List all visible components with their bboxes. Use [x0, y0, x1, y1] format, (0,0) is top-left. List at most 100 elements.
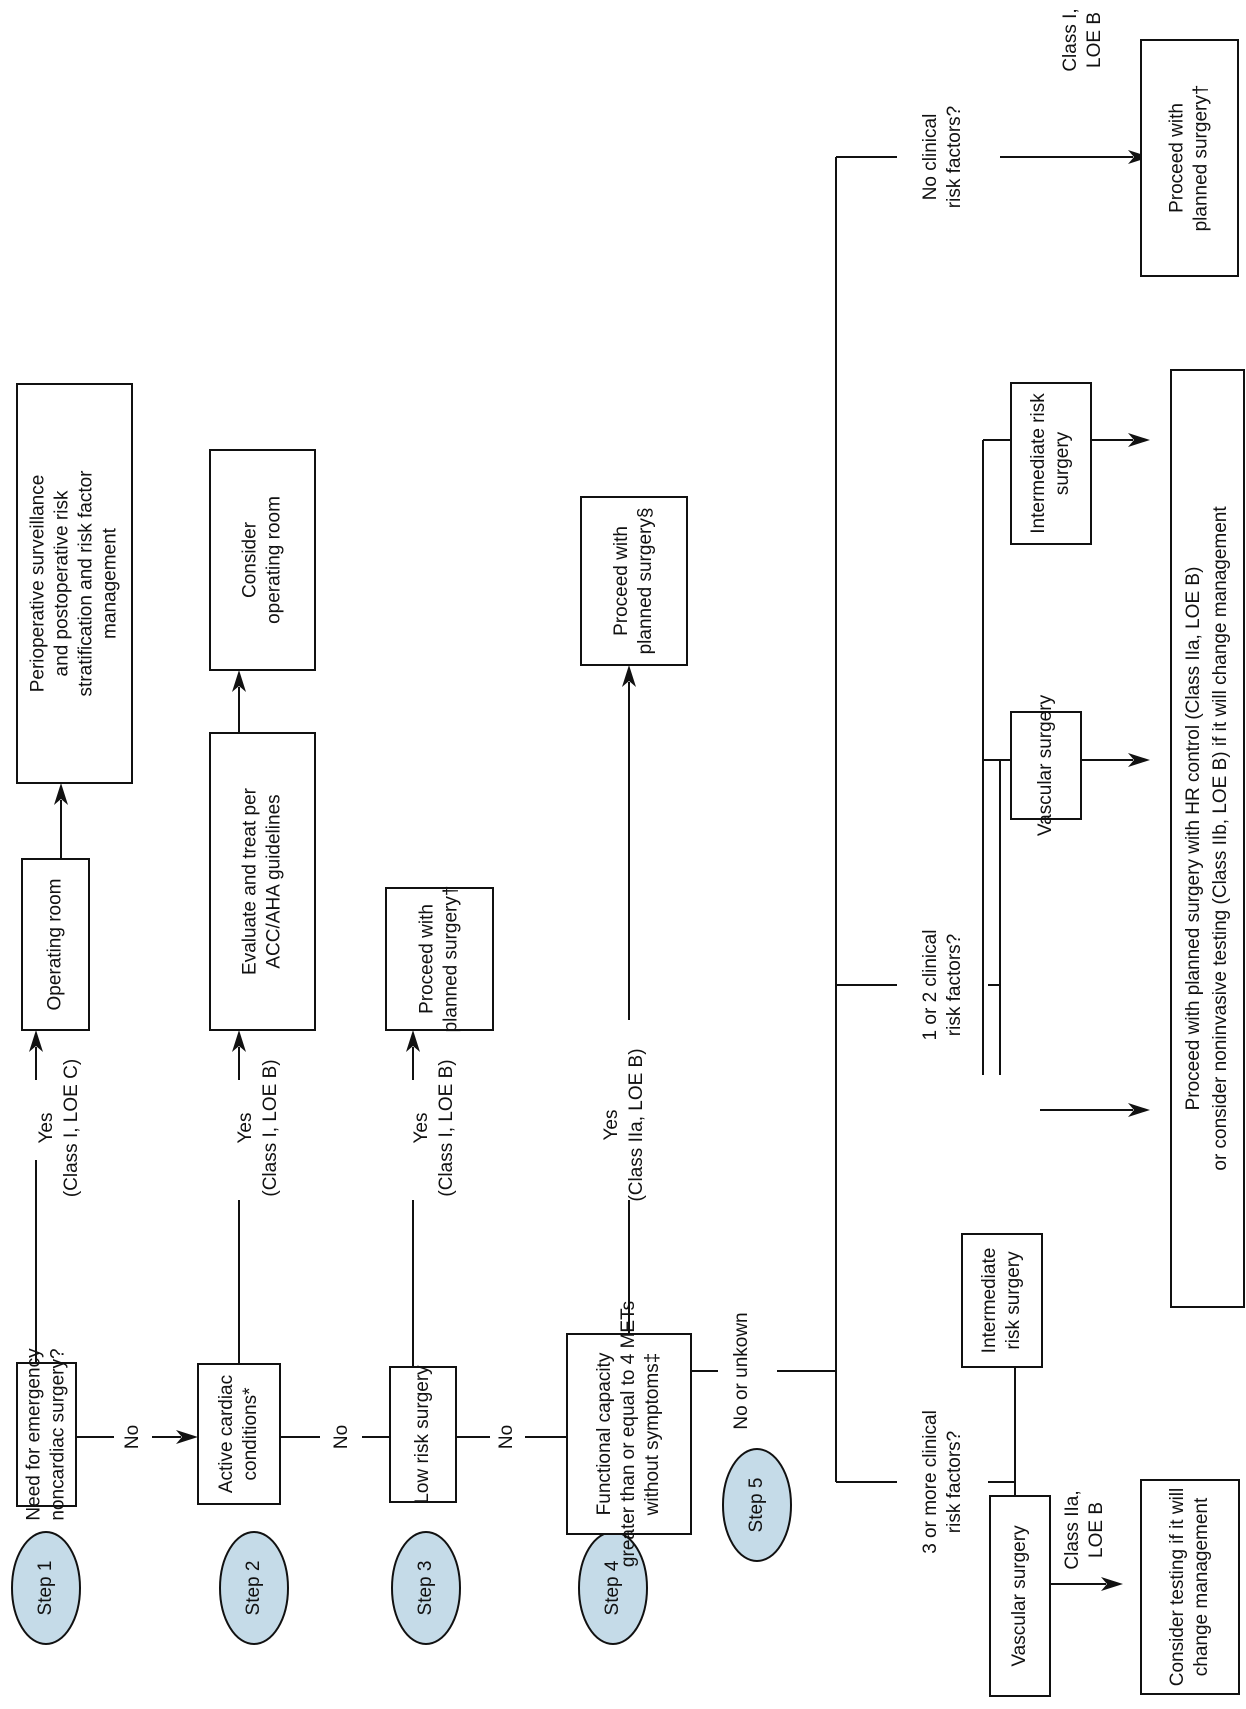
no-clinical-label-line: risk factors?: [944, 106, 965, 208]
proceed-section-box-text-line: planned surgery§: [635, 508, 656, 655]
step4-yes-label: Yes: [601, 1110, 622, 1141]
step4-yes-arrowhead: [622, 665, 636, 687]
step3-yes-arrowhead: [406, 1030, 420, 1052]
proceed-dagger-right-box: [1140, 39, 1239, 277]
step2-yes-label-line: Yes: [235, 1113, 256, 1144]
proceed-hr-control-box-text: Proceed with planned surgery with HR con…: [1183, 506, 1231, 1171]
step-4-label: Step 4: [602, 1560, 623, 1615]
operating-room-box: [21, 858, 90, 1031]
proceed-section-box-text-line: Proceed with: [611, 526, 632, 636]
no-clinical-label-line: No clinical: [920, 114, 941, 201]
step2-yes-class-label-line: (Class I, LOE B): [260, 1059, 281, 1196]
step-1-oval: [11, 1531, 81, 1645]
vascular-surgery-3-box: [989, 1495, 1051, 1697]
vascular-surgery-12-box: [1010, 711, 1082, 820]
vasc3-to-testing-arrowhead: [1101, 1577, 1123, 1591]
proceed-section-box: [580, 496, 688, 666]
class-iia-loe-b-label: Class IIa,LOE B: [1062, 1490, 1107, 1569]
functional-capacity-box-text-line: greater than or equal to 4 METs: [618, 1301, 639, 1567]
low-risk-surgery-box-text-line: Low risk surgery: [412, 1365, 433, 1504]
perioperative-box-text-line: and postoperative risk: [52, 490, 73, 676]
perioperative-box-text-line: stratification and risk factor: [76, 470, 97, 697]
step1-no-arrowhead: [176, 1430, 198, 1444]
step1-no-label-line: No: [122, 1425, 143, 1449]
evaluate-treat-box-text-line: Evaluate and treat per: [240, 787, 261, 975]
step2-no-label: No: [331, 1425, 352, 1449]
step3-yes-class-label: (Class I, LOE B): [436, 1059, 457, 1196]
proceed-dagger-box: [385, 887, 494, 1031]
consider-testing-box-text-line: change management: [1191, 1497, 1212, 1676]
low-risk-surgery-box: [389, 1366, 457, 1503]
low-risk-surgery-box-text: Low risk surgery: [412, 1365, 433, 1504]
step2-no-label-line: No: [331, 1425, 352, 1449]
proceed-hr-control-box-text-line: or consider noninvasive testing (Class I…: [1210, 506, 1231, 1171]
no-or-unknown-label-line: No or unkown: [731, 1312, 752, 1429]
step4-yes-class-label-line: (Class IIa, LOE B): [626, 1048, 647, 1201]
step-5-label-line: Step 5: [746, 1478, 767, 1533]
or-to-periop-arrowhead: [54, 783, 68, 805]
operating-room-box-text-line: Operating room: [45, 878, 66, 1010]
class-i-loe-b-label-line: LOE B: [1084, 12, 1105, 68]
class-iia-loe-b-label-line: LOE B: [1086, 1502, 1107, 1558]
step1-yes-class-label-line: (Class I, LOE C): [61, 1059, 82, 1197]
emergency-surgery-box: [16, 1362, 77, 1507]
step-1-label: Step 1: [35, 1561, 56, 1616]
step-5-oval: [722, 1448, 792, 1562]
step2-yes-label: Yes: [235, 1113, 256, 1144]
three-or-more-label-line: risk factors?: [944, 1431, 965, 1533]
functional-capacity-box-text-line: Functional capacity: [594, 1352, 615, 1515]
proceed-dagger-box-text-line: Proceed with: [417, 904, 438, 1014]
step-2-oval: [219, 1531, 289, 1645]
proceed-dagger-box-text-line: planned surgery†: [441, 886, 462, 1033]
step2-yes-arrowhead: [232, 1030, 246, 1052]
active-cardiac-box-text-line: conditions*: [240, 1387, 261, 1481]
operating-room-box-text: Operating room: [45, 878, 66, 1010]
step1-yes-arrowhead: [29, 1030, 43, 1052]
no-or-unknown-label: No or unkown: [731, 1312, 752, 1429]
emergency-surgery-box-text-line: noncardiac surgery?: [48, 1348, 69, 1520]
consider-testing-box: [1140, 1479, 1240, 1695]
step-3-label: Step 3: [415, 1561, 436, 1616]
proceed-dagger-right-box-text-line: Proceed with: [1167, 103, 1188, 213]
step1-yes-label: Yes: [36, 1113, 57, 1144]
evaluate-treat-box-text-line: ACC/AHA guidelines: [264, 794, 285, 968]
one-or-two-label-line: risk factors?: [944, 934, 965, 1036]
step3-no-label-line: No: [496, 1425, 517, 1449]
vascular-surgery-12-box-text: Vascular surgery: [1035, 694, 1056, 836]
proceed-dagger-right-box-text-line: planned surgery†: [1191, 85, 1212, 232]
evaluate-treat-box: [209, 732, 316, 1031]
consider-or-box-text-line: Consider: [240, 521, 261, 598]
intermediate-risk-12-box-text-line: Intermediate risk: [1028, 393, 1049, 534]
one-or-two-label-line: 1 or 2 clinical: [920, 930, 941, 1041]
step-4-label-line: Step 4: [602, 1560, 623, 1615]
vascular-surgery-12-box-text-line: Vascular surgery: [1035, 694, 1056, 836]
eval-to-consider-arrowhead: [232, 670, 246, 692]
proceed-hr-control-box-text-line: Proceed with planned surgery with HR con…: [1183, 567, 1204, 1111]
step3-yes-label-line: Yes: [411, 1113, 432, 1144]
step4-yes-label-line: Yes: [601, 1110, 622, 1141]
consider-or-box: [209, 449, 316, 671]
class-iia-loe-b-label-line: Class IIa,: [1062, 1490, 1083, 1569]
vascular-surgery-3-box-text-line: Vascular surgery: [1009, 1525, 1030, 1667]
step3-yes-class-label-line: (Class I, LOE B): [436, 1059, 457, 1196]
step4-yes-class-label: (Class IIa, LOE B): [626, 1048, 647, 1201]
step1-yes-class-label: (Class I, LOE C): [61, 1059, 82, 1197]
class-i-loe-b-label: Class I,LOE B: [1060, 8, 1105, 71]
step3-yes-label: Yes: [411, 1113, 432, 1144]
step-3-label-line: Step 3: [415, 1561, 436, 1616]
